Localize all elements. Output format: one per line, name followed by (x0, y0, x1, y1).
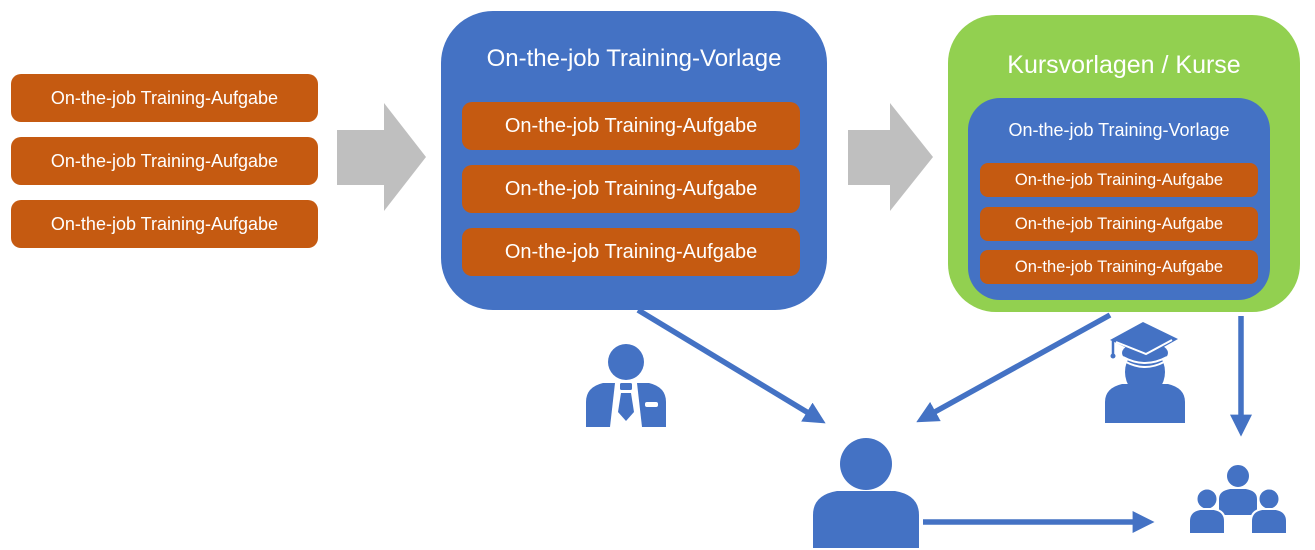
arrow-course-to-person (916, 312, 1112, 423)
graduate-icon (1105, 322, 1185, 423)
task-chip: On-the-job Training-Aufgabe (11, 74, 318, 122)
training-template-title: On-the-job Training-Vorlage (486, 45, 782, 72)
nested-training-template-title: On-the-job Training-Vorlage (1008, 120, 1230, 140)
task-chip: On-the-job Training-Aufgabe (980, 250, 1258, 284)
training-template-panel: On-the-job Training-Vorlage On-the-job T… (441, 11, 827, 310)
task-chip: On-the-job Training-Aufgabe (11, 200, 318, 248)
task-chip: On-the-job Training-Aufgabe (462, 228, 800, 276)
person-icon (813, 438, 919, 548)
nested-training-template-panel: On-the-job Training-Vorlage On-the-job T… (968, 98, 1270, 300)
task-chip-label: On-the-job Training-Aufgabe (50, 150, 279, 171)
task-chip-label: On-the-job Training-Aufgabe (504, 240, 758, 263)
task-chip-label: On-the-job Training-Aufgabe (50, 213, 279, 234)
task-chip-label: On-the-job Training-Aufgabe (504, 177, 758, 200)
task-chip-label: On-the-job Training-Aufgabe (1014, 214, 1224, 233)
task-chip: On-the-job Training-Aufgabe (980, 207, 1258, 241)
task-chip: On-the-job Training-Aufgabe (11, 137, 318, 185)
task-chip: On-the-job Training-Aufgabe (462, 102, 800, 150)
group-icon (1188, 463, 1288, 535)
task-chip-label: On-the-job Training-Aufgabe (1014, 170, 1224, 189)
task-chip-label: On-the-job Training-Aufgabe (504, 114, 758, 137)
course-panel: Kursvorlagen / Kurse On-the-job Training… (948, 15, 1300, 312)
right-block-arrow-icon (848, 103, 933, 211)
right-block-arrow-icon (337, 103, 426, 211)
task-chip-label: On-the-job Training-Aufgabe (50, 87, 279, 108)
course-panel-title: Kursvorlagen / Kurse (1007, 51, 1241, 79)
arrow-template-to-person (636, 307, 826, 424)
task-chip: On-the-job Training-Aufgabe (462, 165, 800, 213)
businessman-icon (586, 344, 666, 427)
task-chip-label: On-the-job Training-Aufgabe (1014, 257, 1224, 276)
task-chip: On-the-job Training-Aufgabe (980, 163, 1258, 197)
